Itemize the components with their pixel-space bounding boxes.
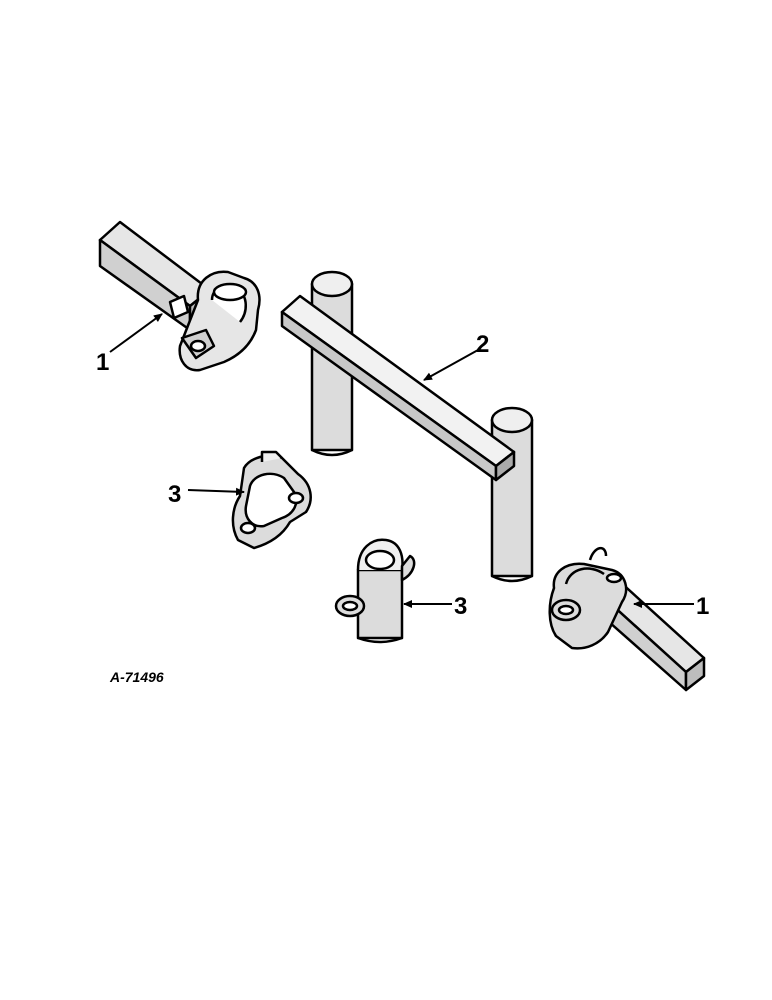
part-1-bar-clamp-left [98, 220, 261, 372]
leader-lines [109, 313, 694, 608]
leader-1-left [109, 313, 163, 353]
callout-2: 2 [476, 331, 489, 358]
part-3-clamp-half-left [231, 450, 312, 550]
part-3-clamp-half-center [334, 538, 416, 644]
part-2-post-assembly [280, 270, 534, 583]
leader-2 [423, 349, 479, 381]
callout-3-center: 3 [454, 593, 467, 620]
callout-1-right: 1 [696, 593, 709, 620]
callout-3-left: 3 [168, 481, 181, 508]
figure-id: A-71496 [109, 669, 164, 685]
leader-3-left [187, 487, 245, 496]
callout-1-left: 1 [96, 349, 109, 376]
part-1-bar-clamp-right [548, 547, 706, 692]
